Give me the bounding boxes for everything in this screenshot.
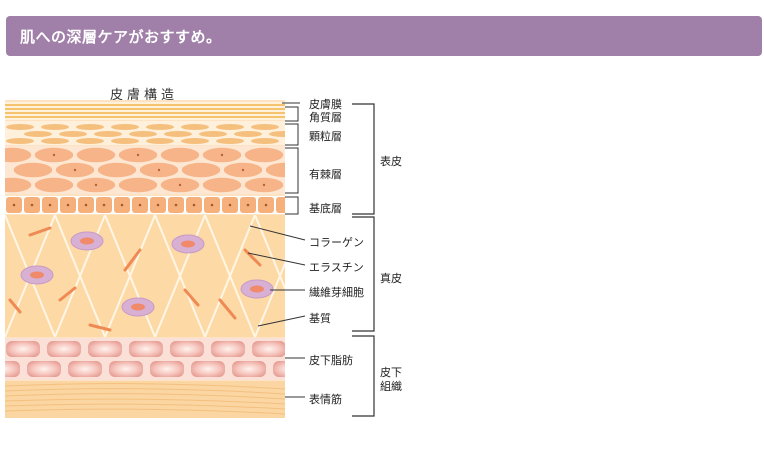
- stratum-corneum-layer: [5, 102, 285, 120]
- header-banner: 肌への深層ケアがおすすめ。: [6, 16, 762, 56]
- dermis-layer: [5, 214, 285, 338]
- stratum-basale-layer: [5, 196, 285, 214]
- label-stratum-lucidum: 角質層: [309, 111, 342, 124]
- label-matrix: 基質: [309, 312, 331, 325]
- label-stratum-basale: 基底層: [309, 202, 342, 215]
- diagram-title: 皮膚構造: [110, 88, 179, 103]
- header-title: 肌への深層ケアがおすすめ。: [20, 28, 222, 46]
- group-epidermis: 表皮: [380, 155, 402, 168]
- label-facial-muscle: 表情筋: [309, 393, 342, 406]
- fibroblast-cells: [20, 231, 274, 317]
- subcutaneous-fat-layer: [5, 338, 285, 380]
- label-stratum-granulosum: 顆粒層: [309, 130, 342, 143]
- label-fibroblast: 繊維芽細胞: [309, 286, 364, 299]
- leader-lines: [247, 102, 306, 398]
- group-subcutis-line2: 組織: [380, 380, 402, 393]
- group-brackets: [352, 103, 375, 417]
- group-subcutis-line1: 皮下: [380, 366, 402, 379]
- stratum-granulosum-layer: [5, 121, 285, 145]
- stratum-spinosum-layer: [5, 146, 285, 194]
- label-subcutaneous-fat: 皮下脂肪: [309, 354, 353, 367]
- label-stratum-spinosum: 有棘層: [309, 168, 342, 181]
- label-stratum-corneum: 皮膚膜: [309, 98, 342, 111]
- label-collagen: コラーゲン: [309, 236, 364, 249]
- group-dermis: 真皮: [380, 272, 402, 285]
- label-elastin: エラスチン: [309, 261, 364, 274]
- facial-muscle-layer: [5, 381, 285, 418]
